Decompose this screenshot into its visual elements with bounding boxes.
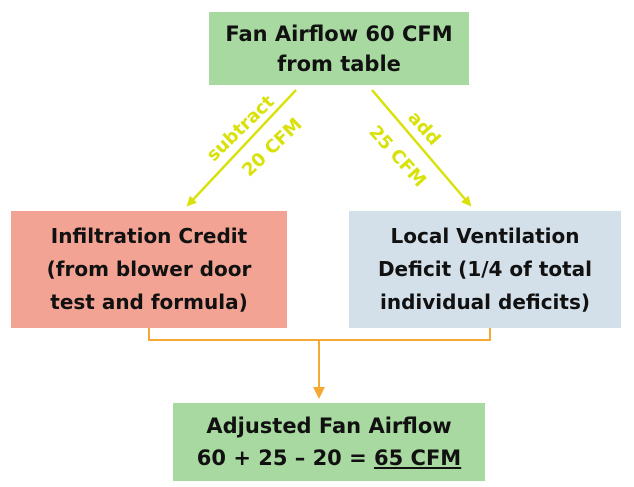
- add-arrow: [371, 89, 472, 207]
- adjusted-result: 65 CFM: [374, 446, 462, 470]
- adjusted-equation: 60 + 25 – 20 =: [196, 446, 375, 470]
- infiltration-line-1: Infiltration Credit: [50, 224, 248, 248]
- fan-airflow-line-1: Fan Airflow 60 CFM: [225, 21, 453, 46]
- subtract-arrow: [186, 89, 297, 207]
- deficit-line-1: Local Ventilation: [390, 224, 580, 248]
- adjusted-line-2: 60 + 25 – 20 = 65 CFM: [197, 442, 461, 474]
- deficit-line-3: individual deficits): [379, 290, 591, 314]
- fan-airflow-box: Fan Airflow 60 CFM from table: [209, 12, 469, 85]
- infiltration-line-2: (from blower door: [46, 257, 252, 281]
- infiltration-credit-box: Infiltration Credit (from blower door te…: [11, 211, 287, 328]
- deficit-line-2: Deficit (1/4 of total: [377, 257, 593, 281]
- local-ventilation-deficit-box: Local Ventilation Deficit (1/4 of total …: [349, 211, 621, 328]
- fan-airflow-line-2: from table: [277, 51, 401, 76]
- infiltration-line-3: test and formula): [50, 290, 248, 314]
- adjusted-fan-airflow-box: Adjusted Fan Airflow 60 + 25 – 20 = 65 C…: [173, 403, 485, 481]
- merge-bracket: [148, 328, 491, 341]
- adjusted-line-1: Adjusted Fan Airflow: [206, 414, 452, 438]
